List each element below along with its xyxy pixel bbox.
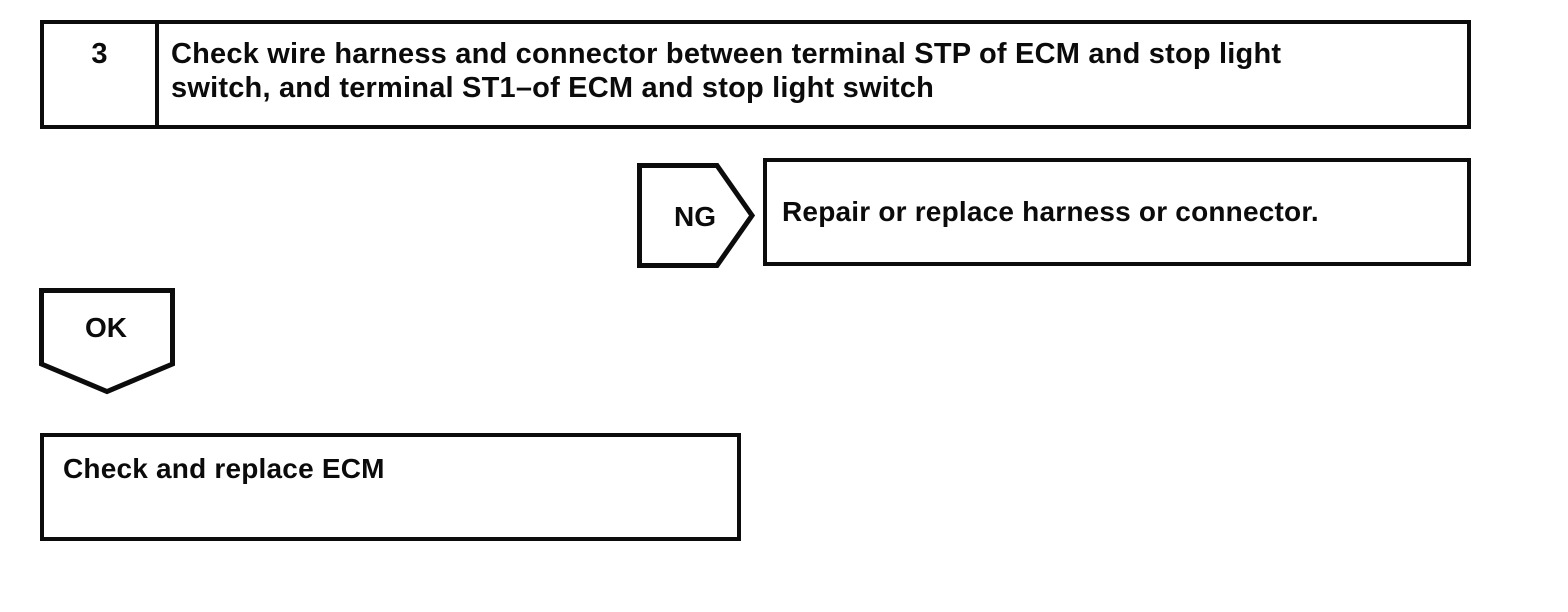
ng-connector-label: NG: [674, 201, 716, 232]
ng-pentagon-shape: [637, 163, 755, 268]
ng-action-box: Repair or replace harness or connector.: [763, 158, 1471, 266]
step-box: 3 Check wire harness and connector betwe…: [40, 20, 1471, 129]
step-instruction: Check wire harness and connector between…: [159, 24, 1467, 125]
ok-connector-label: OK: [85, 312, 127, 343]
step-number: 3: [44, 24, 159, 125]
ok-connector-arrow: OK: [39, 288, 175, 395]
step-instruction-line-2: switch, and terminal ST1–of ECM and stop…: [171, 72, 935, 104]
ok-action-box: Check and replace ECM: [40, 433, 741, 541]
ng-action-text: Repair or replace harness or connector.: [782, 196, 1319, 227]
step-instruction-line-1: Check wire harness and connector between…: [171, 38, 1282, 70]
ok-action-text: Check and replace ECM: [63, 453, 385, 484]
ok-pentagon-shape: [39, 288, 175, 395]
ng-connector-arrow: NG: [637, 163, 755, 268]
